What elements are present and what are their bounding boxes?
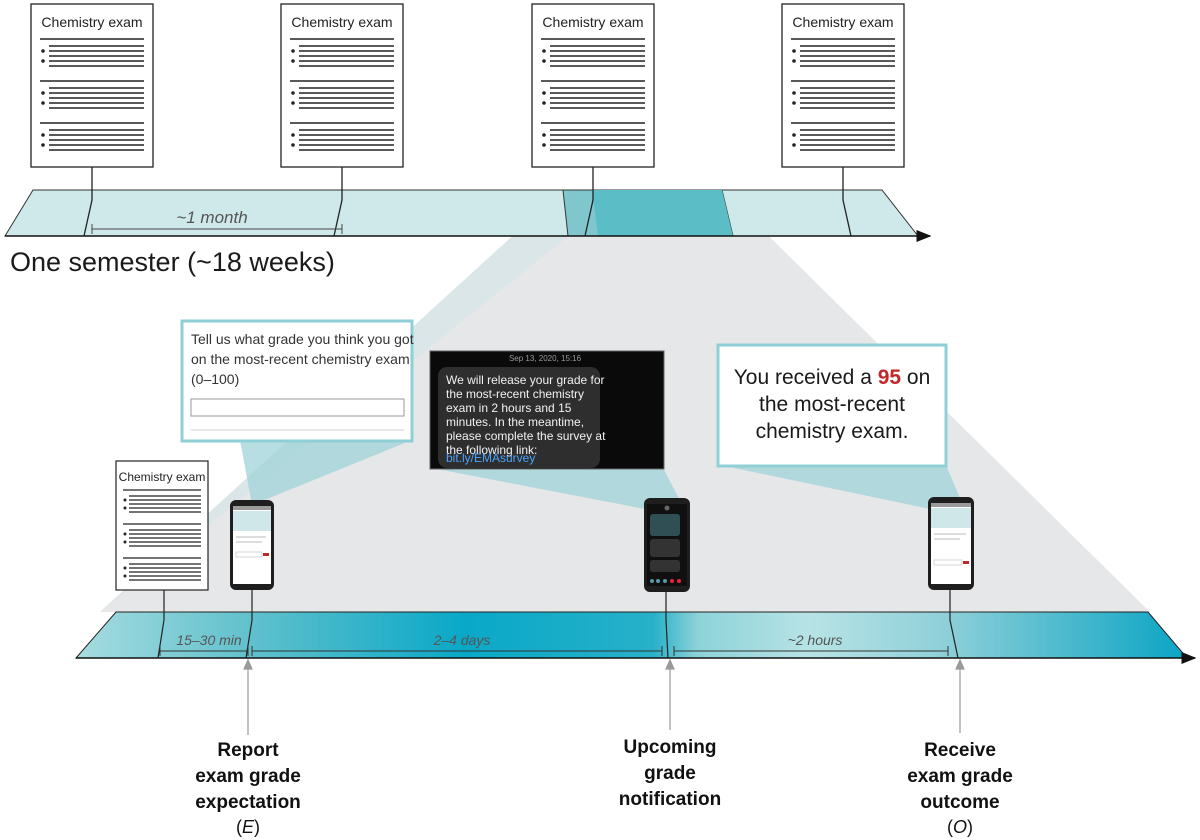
notify-line2: grade (644, 763, 696, 784)
report-symbol: (E) (236, 817, 260, 837)
result-popup: You received a 95 on the most-recent che… (716, 343, 948, 468)
sms-line-5: please complete the survey at (446, 429, 606, 443)
event-pointers (243, 658, 965, 735)
survey-question-line2: on the most-recent chemistry exam (191, 351, 410, 367)
result-callout-wedge (720, 465, 965, 510)
semester-label: One semester (~18 weeks) (10, 247, 335, 277)
survey-callout-wedge (240, 440, 412, 505)
sms-timestamp: Sep 13, 2020, 15:16 (509, 354, 582, 363)
exam-document-title: Chemistry exam (41, 14, 142, 30)
exam-document-4: Chemistry exam (781, 3, 905, 168)
receive-line1: Receive (924, 740, 996, 761)
phone-result (928, 497, 974, 590)
exam-document-title: Chemistry exam (119, 470, 206, 484)
interval-2-4-days: 2–4 days (433, 632, 491, 648)
interval-15-30-min: 15–30 min (176, 632, 242, 648)
exam-document-3: Chemistry exam (531, 3, 655, 168)
sms-popup: Sep 13, 2020, 15:16 We will release your… (429, 350, 665, 470)
sms-bubble (438, 367, 600, 468)
sms-line-3: exam in 2 hours and 15 (446, 401, 572, 415)
phone-survey (230, 500, 274, 590)
exam-document-2: Chemistry exam (280, 3, 404, 168)
zoom-window-inner (592, 190, 733, 236)
result-line2: the most-recent (759, 393, 905, 416)
top-exam-ticks (83, 167, 852, 237)
event-notify: Upcoming grade notification (619, 737, 721, 810)
survey-question-line1: Tell us what grade you think you got (191, 331, 414, 347)
report-line3: expectation (195, 792, 301, 813)
sms-callout-wedge (432, 468, 685, 510)
sms-line-1: We will release your grade for (446, 373, 605, 387)
report-line1: Report (217, 740, 279, 761)
event-receive: Receive exam grade outcome (O) (907, 740, 1013, 837)
exam-document-title: Chemistry exam (291, 14, 392, 30)
survey-popup: Tell us what grade you think you got on … (180, 319, 414, 443)
interval-2-hours: ~2 hours (788, 632, 843, 648)
one-month-label: ~1 month (176, 208, 247, 227)
bottom-event-ticks (157, 590, 959, 659)
result-line3: chemistry exam. (756, 420, 909, 443)
sms-survey-link[interactable]: bit.ly/EMAsurvey (446, 451, 535, 465)
interval-brackets (159, 646, 949, 656)
exam-document-1: Chemistry exam (30, 3, 154, 168)
exam-document-title: Chemistry exam (792, 14, 893, 30)
receive-symbol: (O) (947, 817, 973, 837)
survey-question-line3: (0–100) (191, 371, 239, 387)
one-month-bracket (91, 224, 343, 234)
notify-line1: Upcoming (624, 737, 717, 758)
exam-document-title: Chemistry exam (542, 14, 643, 30)
event-report: Report exam grade expectation (E) (195, 740, 301, 837)
survey-answer-input[interactable] (190, 398, 405, 417)
sms-line-6: the following link: (446, 443, 537, 457)
exam-document-bottom: Chemistry exam (115, 460, 209, 591)
sms-line-2: the most-recent chemistry (446, 387, 584, 401)
sms-line-4: minutes. In the meantime, (446, 415, 584, 429)
receive-line3: outcome (920, 792, 999, 813)
phone-sms (644, 498, 690, 592)
report-line2: exam grade (195, 766, 301, 787)
result-line1: You received a 95 on (734, 366, 931, 389)
receive-line2: exam grade (907, 766, 1013, 787)
score-value: 95 (878, 366, 902, 389)
notify-line3: notification (619, 789, 721, 810)
